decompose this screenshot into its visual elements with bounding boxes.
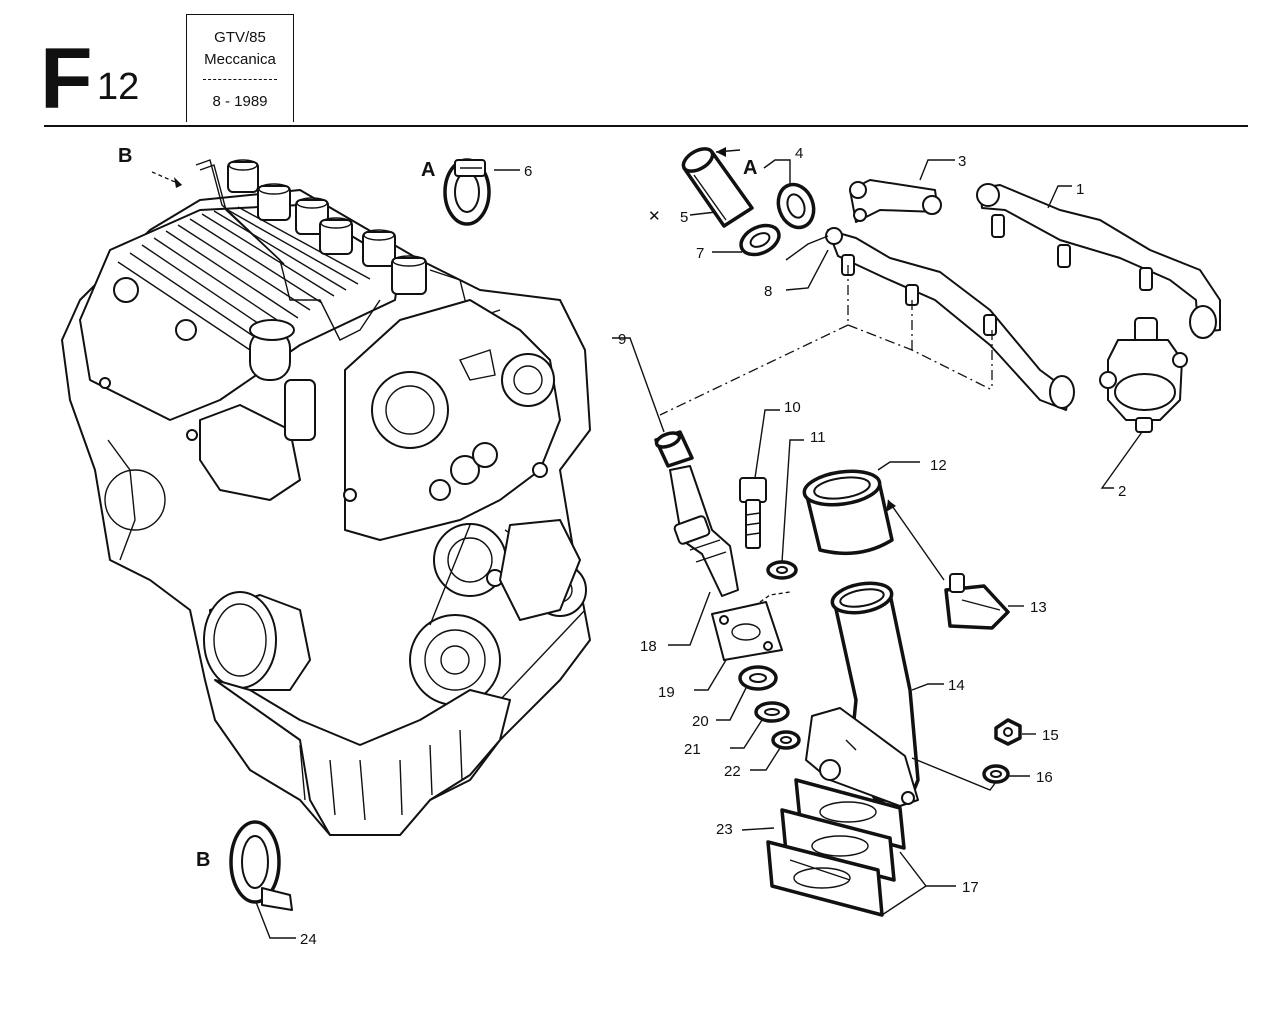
fuel-hose-5 bbox=[681, 147, 754, 228]
hose-clamp-24 bbox=[229, 820, 293, 911]
leader-21 bbox=[730, 719, 763, 749]
part-label-22: 22 bbox=[724, 763, 741, 780]
page-letter: F bbox=[40, 31, 93, 127]
part-label-6: 6 bbox=[524, 163, 532, 180]
washer-16 bbox=[982, 764, 1010, 784]
part-label-1: 1 bbox=[1076, 181, 1084, 198]
hose-sleeve-12 bbox=[802, 469, 894, 556]
part-label-9: 9 bbox=[618, 331, 626, 348]
info-divider bbox=[203, 79, 277, 80]
part-label-12: 12 bbox=[930, 457, 947, 474]
leader-2 bbox=[1100, 431, 1143, 489]
leader-10 bbox=[754, 409, 780, 479]
leader-22 bbox=[750, 747, 781, 771]
part-label-3: 3 bbox=[958, 153, 966, 170]
leader-15-16-to-14 bbox=[911, 757, 997, 791]
arrow-5-head bbox=[716, 147, 726, 157]
fuel-rail-8 bbox=[825, 227, 1075, 411]
injector-cap-9 bbox=[654, 430, 694, 468]
part-label-10: 10 bbox=[784, 399, 801, 416]
callout-a-clamp: A bbox=[421, 159, 435, 181]
engine-assembly bbox=[61, 159, 591, 836]
part-label-11: 11 bbox=[810, 429, 826, 446]
seal-20 bbox=[738, 665, 778, 691]
arrow-12-13 bbox=[887, 499, 945, 581]
part-label-17: 17 bbox=[962, 879, 979, 896]
grommet-4 bbox=[776, 182, 816, 230]
arrow-b-engine bbox=[174, 177, 182, 188]
leader-1 bbox=[1047, 185, 1072, 209]
cut-mark: ✕ bbox=[648, 208, 661, 225]
o-ring-21 bbox=[754, 701, 790, 723]
part-label-19: 19 bbox=[658, 684, 675, 701]
part-label-5: 5 bbox=[680, 209, 688, 226]
fuel-pipe-3 bbox=[849, 179, 942, 223]
part-label-23: 23 bbox=[716, 821, 733, 838]
dashdot-rail-injector bbox=[659, 265, 849, 416]
hose-clamp-13 bbox=[944, 573, 1010, 630]
hose-clamp-6 bbox=[443, 158, 491, 226]
part-label-4: 4 bbox=[795, 145, 803, 162]
leader-24 bbox=[255, 901, 296, 939]
washer-11 bbox=[766, 560, 798, 580]
leader-5 bbox=[689, 211, 717, 216]
leader-3 bbox=[919, 159, 955, 181]
leader-11 bbox=[781, 439, 804, 563]
dashdot-rail-bottom bbox=[847, 324, 993, 391]
leader-9 bbox=[612, 337, 665, 433]
leader-20 bbox=[716, 687, 747, 721]
flange-19 bbox=[711, 601, 783, 661]
arrow-12-13-head bbox=[886, 500, 896, 512]
callout-b-engine: B bbox=[118, 145, 132, 167]
leader-7-8 bbox=[785, 235, 829, 261]
gasket-stack-17-23 bbox=[766, 778, 906, 917]
fuel-rail-1 bbox=[976, 183, 1221, 339]
part-label-14: 14 bbox=[948, 677, 965, 694]
leader-18 bbox=[668, 591, 711, 646]
callout-b-clamp: B bbox=[196, 849, 210, 871]
pressure-regulator-2 bbox=[1099, 317, 1188, 433]
part-label-18: 18 bbox=[640, 638, 657, 655]
part-label-21: 21 bbox=[684, 741, 701, 758]
part-label-8: 8 bbox=[764, 283, 772, 300]
part-label-13: 13 bbox=[1030, 599, 1047, 616]
leader-4 bbox=[763, 159, 791, 186]
intake-elbow-14 bbox=[805, 581, 920, 807]
injector-18 bbox=[669, 465, 739, 597]
part-label-24: 24 bbox=[300, 931, 317, 948]
leader-14 bbox=[911, 683, 944, 691]
seal-7 bbox=[739, 223, 781, 257]
part-label-20: 20 bbox=[692, 713, 709, 730]
insulator-22 bbox=[771, 730, 801, 750]
model-label: GTV/85 bbox=[214, 29, 266, 46]
callout-a-hose: A bbox=[743, 157, 757, 179]
leader-19 bbox=[694, 659, 727, 691]
leader-12 bbox=[877, 461, 920, 471]
page-number: 12 bbox=[97, 66, 140, 108]
leader-b-engine bbox=[151, 171, 183, 186]
leader-8 bbox=[785, 249, 829, 291]
header-rule bbox=[44, 125, 1248, 127]
bolt-10 bbox=[739, 477, 767, 549]
dashdot-verticals bbox=[911, 300, 993, 390]
section-label: Meccanica bbox=[204, 51, 276, 68]
leader-23 bbox=[741, 827, 775, 831]
part-label-2: 2 bbox=[1118, 483, 1126, 500]
dash-19-11 bbox=[759, 591, 791, 603]
date-label: 8 - 1989 bbox=[212, 93, 268, 110]
info-box: GTV/85 Meccanica 8 - 1989 bbox=[186, 14, 294, 122]
nut-15 bbox=[994, 718, 1022, 746]
part-label-16: 16 bbox=[1036, 769, 1053, 786]
leader-17 bbox=[881, 851, 956, 916]
part-label-7: 7 bbox=[696, 245, 704, 262]
part-label-15: 15 bbox=[1042, 727, 1059, 744]
